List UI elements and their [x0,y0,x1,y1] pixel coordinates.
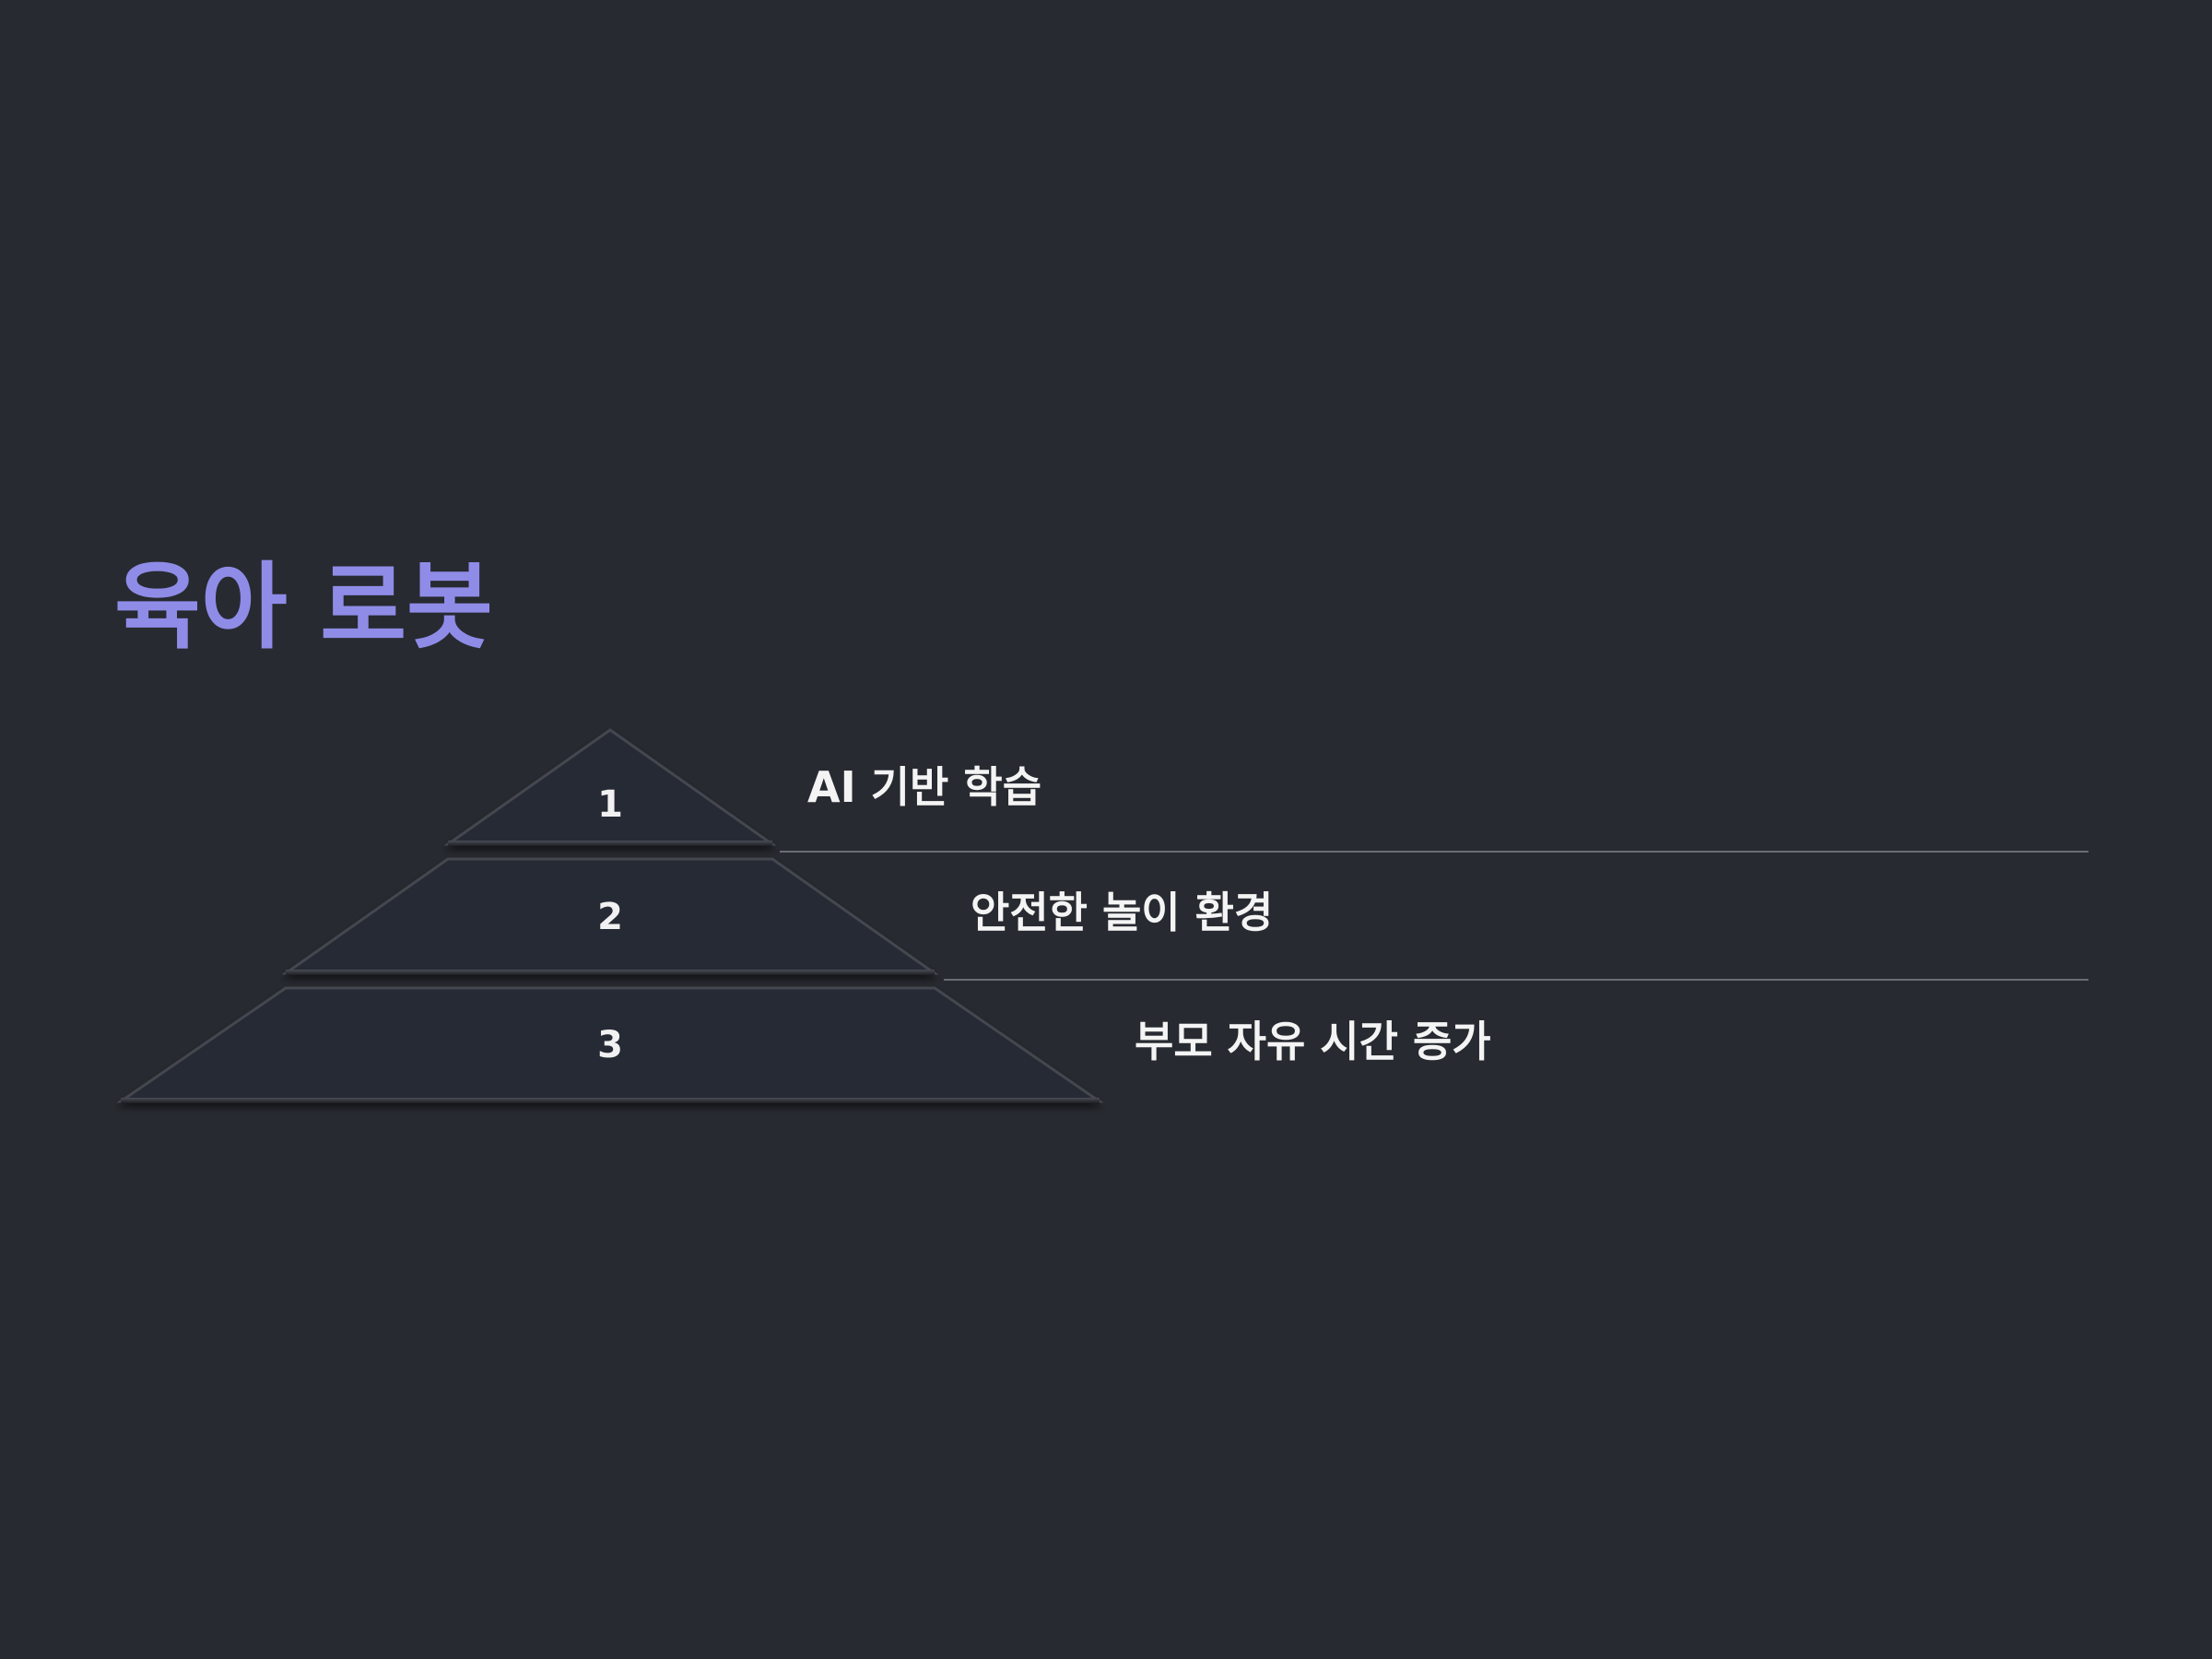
slide-title: 육아 로봇 [114,553,493,663]
pyramid-level-2: 2 안전한 놀이 환경 [281,857,2088,981]
pyramid-level-3-label: 부모 자유 시간 증가 [1135,1017,1491,1066]
pyramid-tier-3-edge [121,1098,1100,1103]
pyramid-level-1: 1 AI 기반 학습 [443,728,2088,853]
pyramid-level-3-number: 3 [597,1024,623,1066]
pyramid-tier-1-edge [448,841,772,846]
pyramid-level-1-number: 1 [597,783,623,826]
pyramid-tier-2-edge [286,970,935,975]
pyramid-level-1-label: AI 기반 학습 [807,762,1041,812]
pyramid-level-2-number: 2 [597,896,623,938]
pyramid-level-3: 3 부모 자유 시간 증가 [116,986,1491,1103]
pyramid-level-2-label: 안전한 놀이 환경 [971,888,1273,937]
